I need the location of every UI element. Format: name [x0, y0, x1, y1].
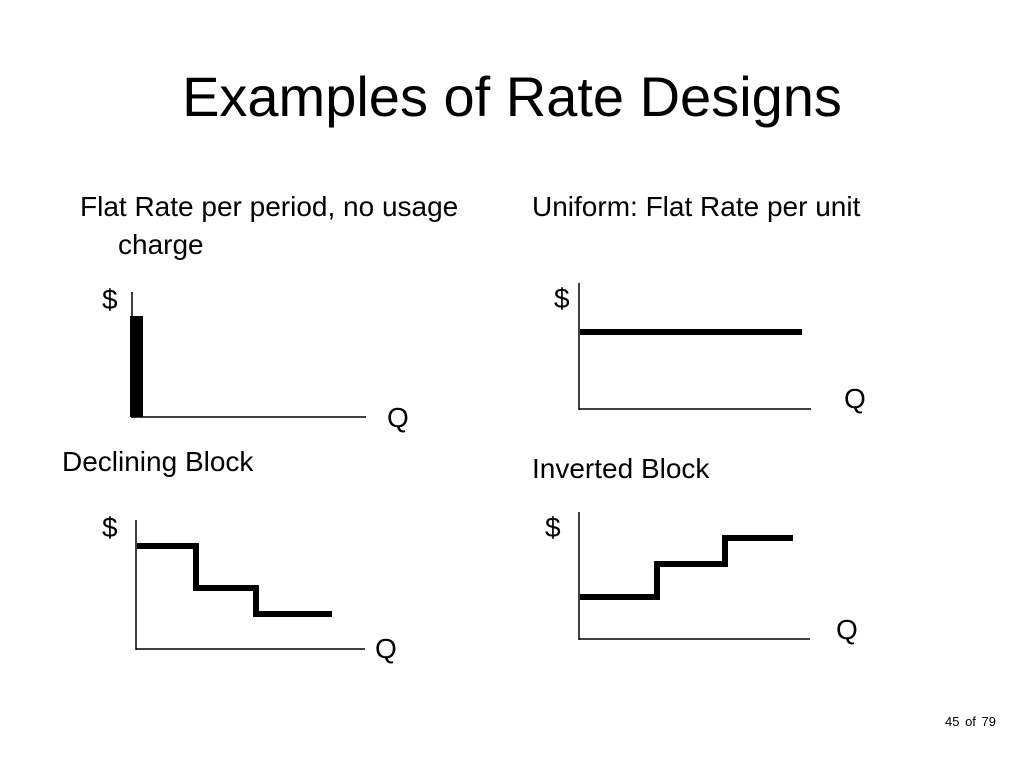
declining-block-rate-line [137, 543, 332, 617]
panel-title-inverted-block: Inverted Block [532, 453, 710, 484]
diagram-declining-block: $ Q [102, 512, 397, 664]
flat-charge-bar [130, 316, 143, 417]
x-axis-label-q: Q [375, 633, 397, 664]
diagram-uniform: $ Q [554, 283, 866, 414]
page-counter: 45 of 79 [943, 714, 996, 730]
inverted-block-rate-line [580, 535, 793, 600]
diagram-flat-rate: $ Q [102, 284, 409, 433]
y-axis-label-dollar: $ [545, 512, 561, 543]
page-of-label: of [965, 714, 976, 729]
y-axis-label-dollar: $ [102, 512, 118, 543]
page-total: 79 [981, 714, 996, 729]
y-axis-label-dollar: $ [554, 283, 570, 314]
diagram-inverted-block: $ Q [545, 512, 858, 645]
slide-title: Examples of Rate Designs [182, 65, 842, 128]
panel-title-uniform: Uniform: Flat Rate per unit [532, 191, 861, 222]
x-axis-label-q: Q [836, 614, 858, 645]
x-axis-label-q: Q [844, 383, 866, 414]
page-number: 45 [944, 714, 960, 729]
panel-title-flat-rate: Flat Rate per period, no usage charge [80, 191, 459, 260]
y-axis-label-dollar: $ [102, 284, 118, 315]
x-axis-label-q: Q [387, 402, 409, 433]
panel-title-declining-block: Declining Block [62, 446, 254, 477]
